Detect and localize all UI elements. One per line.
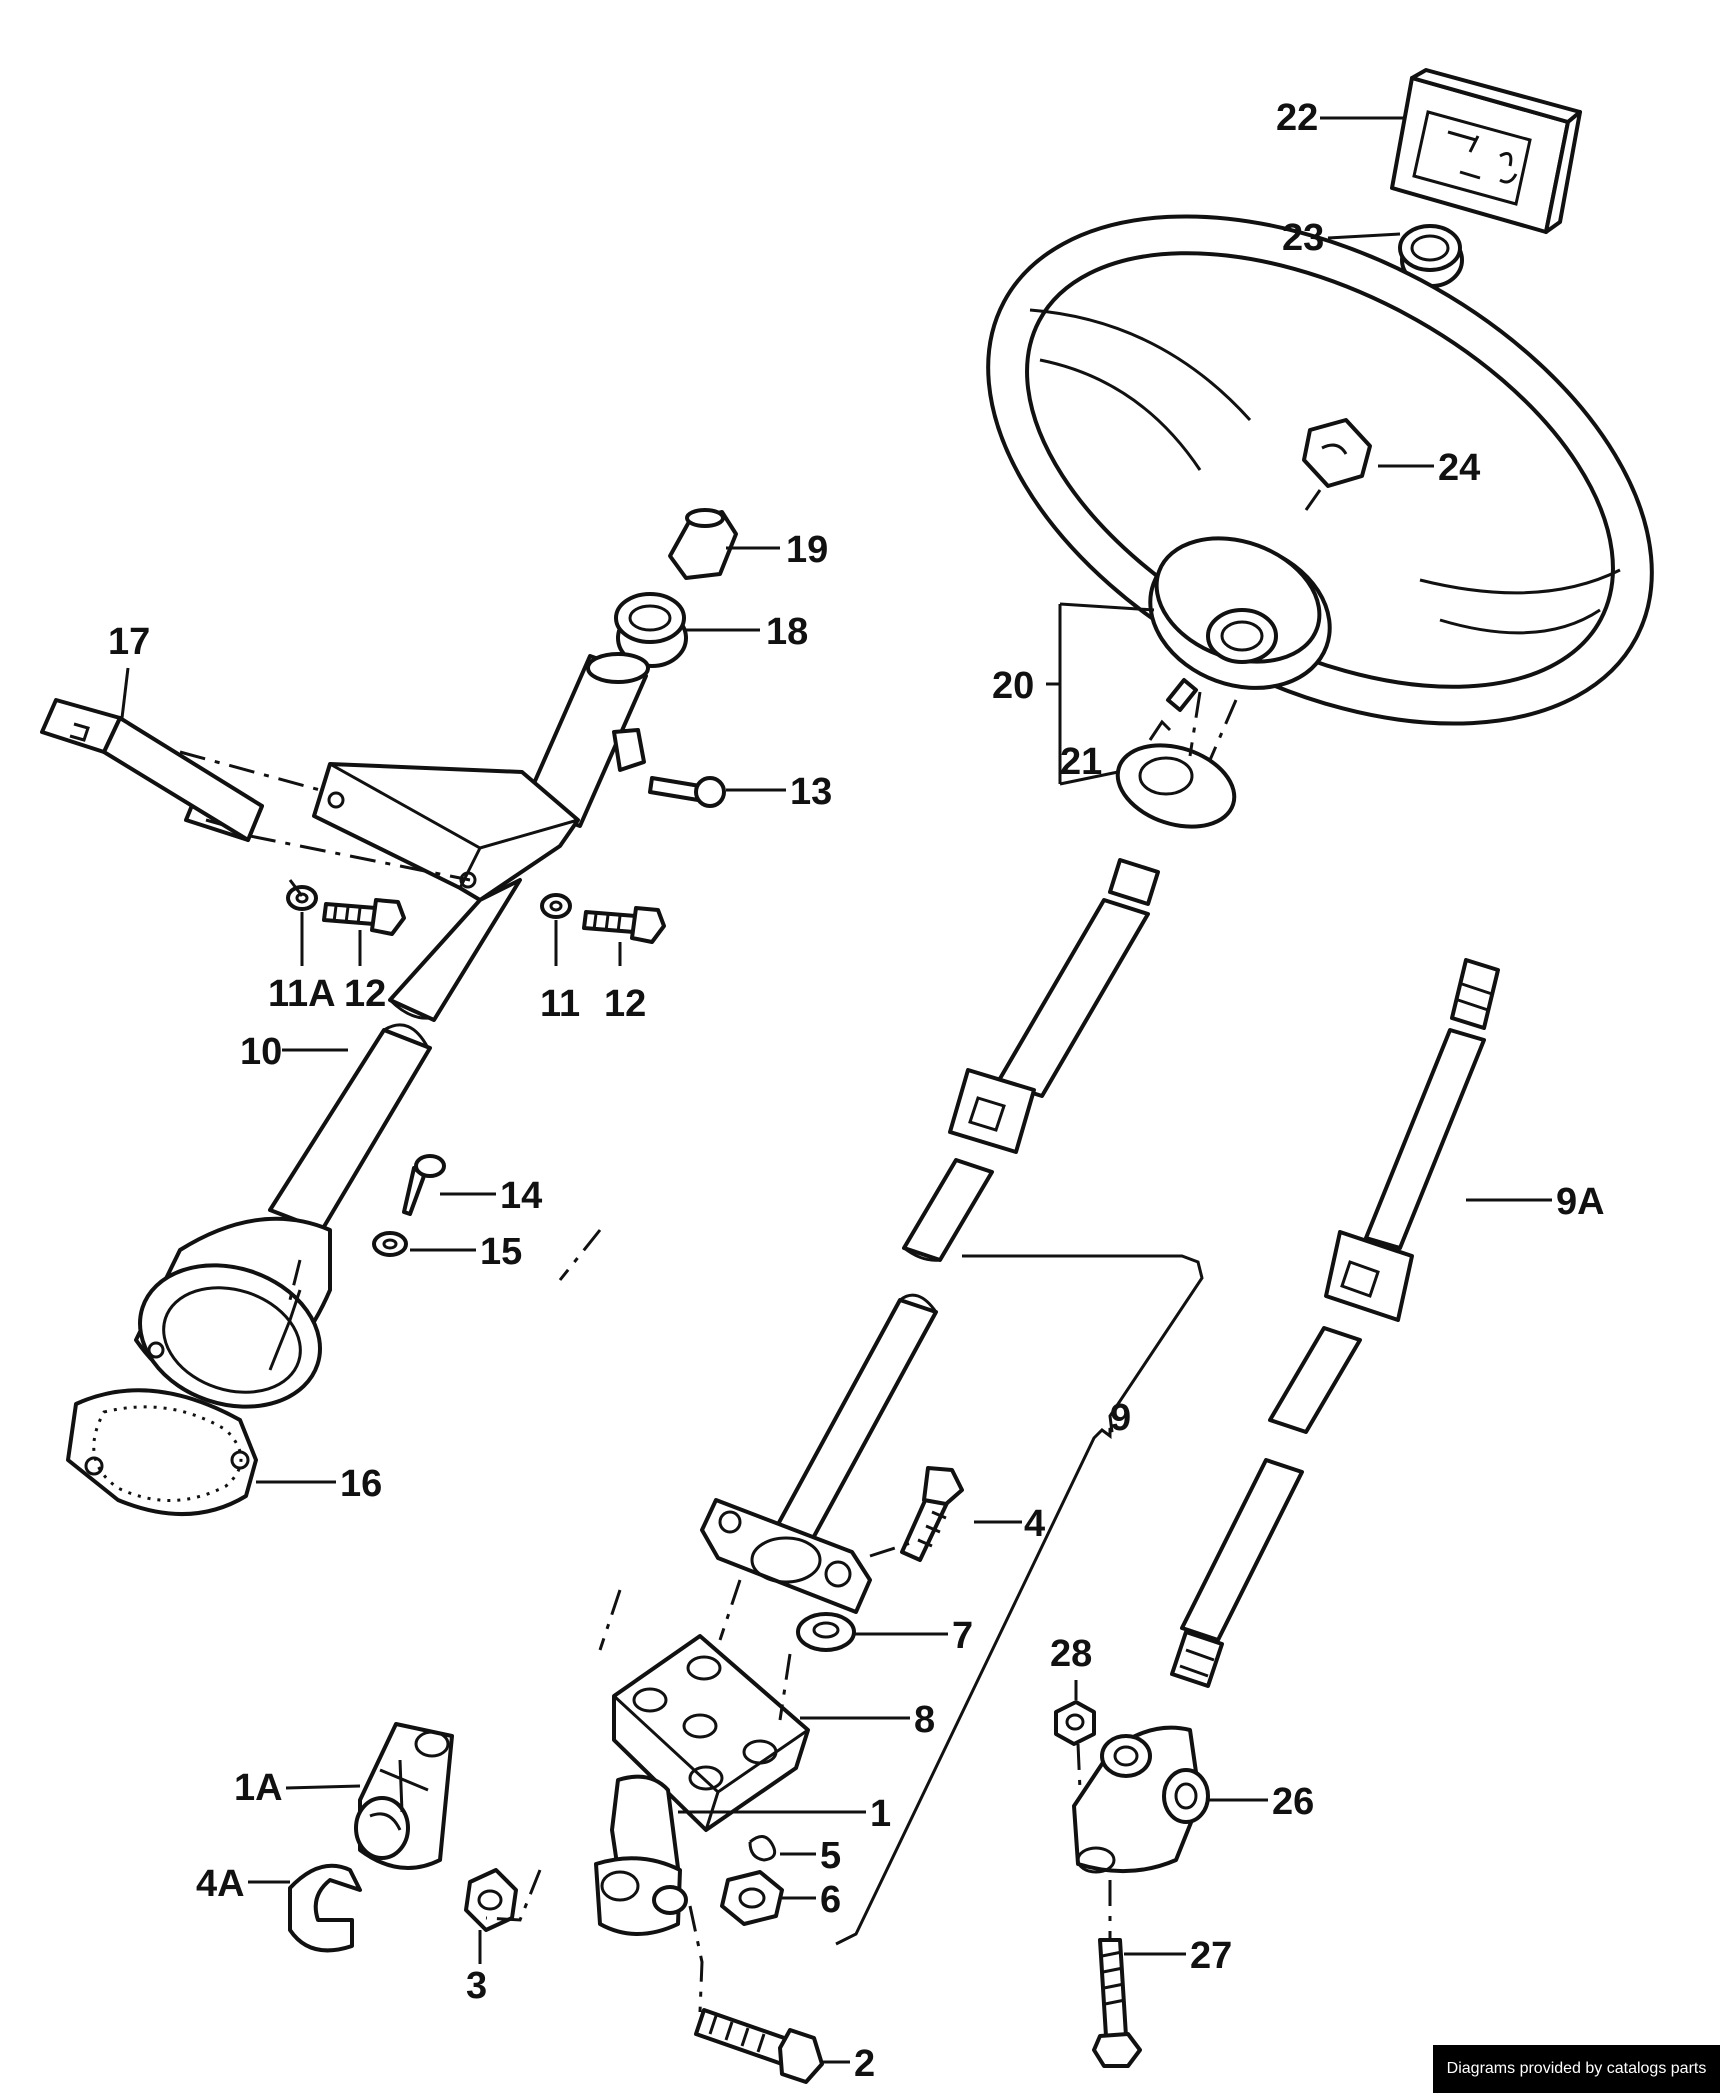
steering-wheel-part	[986, 214, 1654, 726]
callout-24: 24	[1438, 447, 1480, 489]
callout-11A: 11A	[268, 973, 336, 1015]
contact-ring-part	[1115, 678, 1237, 829]
callout-4A: 4A	[196, 1863, 245, 1905]
callout-27: 27	[1190, 1935, 1232, 1977]
callout-4: 4	[1024, 1503, 1045, 1545]
callout-10: 10	[240, 1031, 282, 1073]
column-tube-part	[268, 652, 650, 1232]
callout-21: 21	[1060, 741, 1102, 783]
washer-11-part	[540, 893, 572, 919]
wheel-nut-part	[1302, 418, 1372, 488]
spring-clip-part	[288, 1863, 362, 1953]
callout-28: 28	[1050, 1633, 1092, 1675]
hex-nut-part	[720, 1870, 784, 1926]
diagram-credit-footer: Diagrams provided by catalogs parts	[1433, 2045, 1720, 2093]
callout-20: 20	[992, 665, 1034, 707]
callout-22: 22	[1276, 97, 1318, 139]
callout-3: 3	[466, 1965, 487, 2007]
pinch-nut-part	[464, 1868, 518, 1932]
lower-joint-part	[594, 1774, 688, 1936]
bearing-part	[614, 592, 688, 668]
callout-17: 17	[108, 621, 150, 663]
callout-15: 15	[480, 1231, 522, 1273]
callout-12-left: 12	[344, 973, 386, 1015]
callout-19: 19	[786, 529, 828, 571]
bolt-12-left-part	[322, 898, 406, 936]
callout-8: 8	[914, 1699, 935, 1741]
flexible-coupling-part	[612, 1634, 810, 1832]
joint-nut-part	[1054, 1700, 1096, 1746]
gasket-part	[66, 1388, 258, 1516]
washer-part	[796, 1612, 856, 1652]
clamp-bolt-part	[900, 1466, 964, 1562]
mounting-bracket-part	[40, 698, 264, 842]
callout-14: 14	[500, 1175, 542, 1217]
washer-15-part	[372, 1231, 408, 1257]
callout-1A: 1A	[234, 1767, 283, 1809]
callout-18: 18	[766, 611, 808, 653]
callout-5: 5	[820, 1835, 841, 1877]
screw-13-part	[648, 776, 726, 808]
joint-bolt-part	[1092, 1938, 1142, 2068]
callout-11: 11	[540, 983, 580, 1025]
assembly-lines	[179, 489, 1322, 2013]
bush-part	[668, 508, 738, 580]
bolt-12-right-part	[582, 906, 666, 944]
callout-26: 26	[1272, 1781, 1314, 1823]
horn-button-cup-part	[1398, 224, 1464, 288]
callout-1: 1	[870, 1793, 891, 1835]
column-housing-part	[134, 1216, 332, 1409]
callout-9A: 9A	[1556, 1181, 1605, 1223]
washer-11a-part	[286, 885, 318, 911]
callout-23: 23	[1282, 217, 1324, 259]
shaft-flange-part	[700, 1498, 872, 1614]
pinch-bolt-part	[694, 2008, 824, 2084]
clamp-part	[354, 1722, 454, 1870]
callout-labels: 22 23 24 20 21 19 18 17 13 11A 12 11 12 …	[108, 97, 1605, 2085]
steering-shaft-part	[774, 858, 1160, 1542]
universal-joint-part	[1072, 1725, 1210, 1874]
callout-7: 7	[952, 1615, 973, 1657]
callout-2: 2	[854, 2043, 875, 2085]
callout-9: 9	[1110, 1397, 1131, 1439]
callout-12-right: 12	[604, 983, 646, 1025]
lock-washer-part	[748, 1835, 777, 1862]
tapping-screw-part	[402, 1154, 446, 1216]
callout-6: 6	[820, 1879, 841, 1921]
callout-16: 16	[340, 1463, 382, 1505]
callout-13: 13	[790, 771, 832, 813]
alternative-steering-shaft-part	[1170, 958, 1500, 1688]
horn-pad-part	[1390, 68, 1582, 234]
leader-lines	[120, 116, 1552, 2064]
